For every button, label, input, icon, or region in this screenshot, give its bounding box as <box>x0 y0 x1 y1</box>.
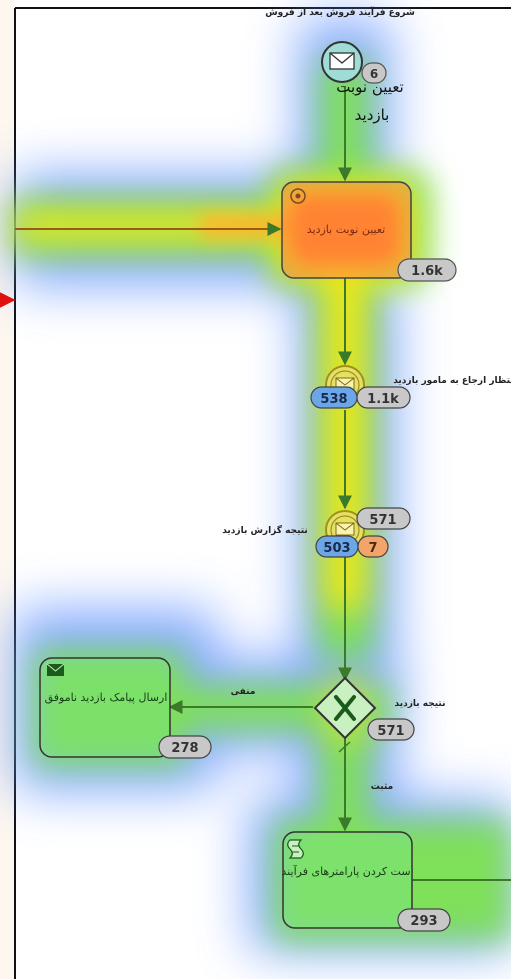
event-result-count-orange-badge <box>357 535 389 558</box>
start-event-top-label: شروع فرآیند فروش بعد از فروش <box>265 6 415 18</box>
exclusive-gateway[interactable] <box>313 676 377 740</box>
task-schedule-visit[interactable]: تعیین نوبت بازدید <box>281 181 412 279</box>
task-set-params-count: 293 <box>410 914 437 929</box>
task-send-message[interactable]: ارسال پیامک بازدید ناموفق <box>39 657 171 758</box>
event-wait-label: انتظار ارجاع به مامور بازدید <box>393 376 511 386</box>
start-event-name-line1: تعیین نوبت <box>336 78 403 96</box>
task-set-params[interactable]: ست کردن پارامترهای فرآیند <box>281 831 413 929</box>
task-send-message-count: 278 <box>171 741 198 756</box>
event-wait-count-blue: 538 <box>320 392 347 407</box>
gateway-count-badge <box>367 718 415 741</box>
sequence-flows <box>168 86 511 881</box>
task-set-params-label: ست کردن پارامترهای فرآیند <box>281 864 410 878</box>
x-mark-icon <box>334 695 356 721</box>
start-event[interactable] <box>321 41 363 83</box>
flow-positive-label: مثبت <box>371 782 393 792</box>
gateway-count: 571 <box>377 724 404 739</box>
event-result-count-orange: 7 <box>368 541 377 556</box>
event-result-count-blue: 503 <box>323 541 350 556</box>
envelope-icon <box>335 522 355 536</box>
left-margin-strip <box>0 0 14 979</box>
task-set-params-count-badge <box>397 908 451 932</box>
start-event-name-line2: بازدید <box>355 106 390 124</box>
task-send-message-label: ارسال پیامک بازدید ناموفق <box>45 691 168 705</box>
event-result-count-top: 571 <box>369 513 396 528</box>
start-event-count: 6 <box>370 67 378 81</box>
gateway-label: نتیجه بازدید <box>395 699 446 709</box>
script-icon <box>287 839 304 859</box>
envelope-icon <box>329 52 355 70</box>
start-event-count-badge <box>361 62 387 84</box>
task-schedule-label: تعیین نوبت بازدید <box>307 223 385 236</box>
task-send-message-count-badge <box>158 735 212 759</box>
task-set-params-box <box>282 831 413 929</box>
event-result-label: نتیجه گزارش بازدید <box>222 524 308 536</box>
event-wait-count-gray-badge <box>356 386 411 409</box>
gear-icon <box>290 188 306 204</box>
envelope-filled-icon <box>46 663 65 676</box>
flow-negative-label: منفی <box>231 687 256 697</box>
task-send-message-box <box>39 657 171 758</box>
event-result-count-top-badge <box>356 507 411 530</box>
task-schedule-box <box>281 181 412 279</box>
default-flow-slash <box>338 741 351 753</box>
task-schedule-count-badge <box>397 258 457 282</box>
event-wait-count-gray: 1.1k <box>367 392 399 407</box>
task-schedule-count: 1.6k <box>411 264 443 279</box>
